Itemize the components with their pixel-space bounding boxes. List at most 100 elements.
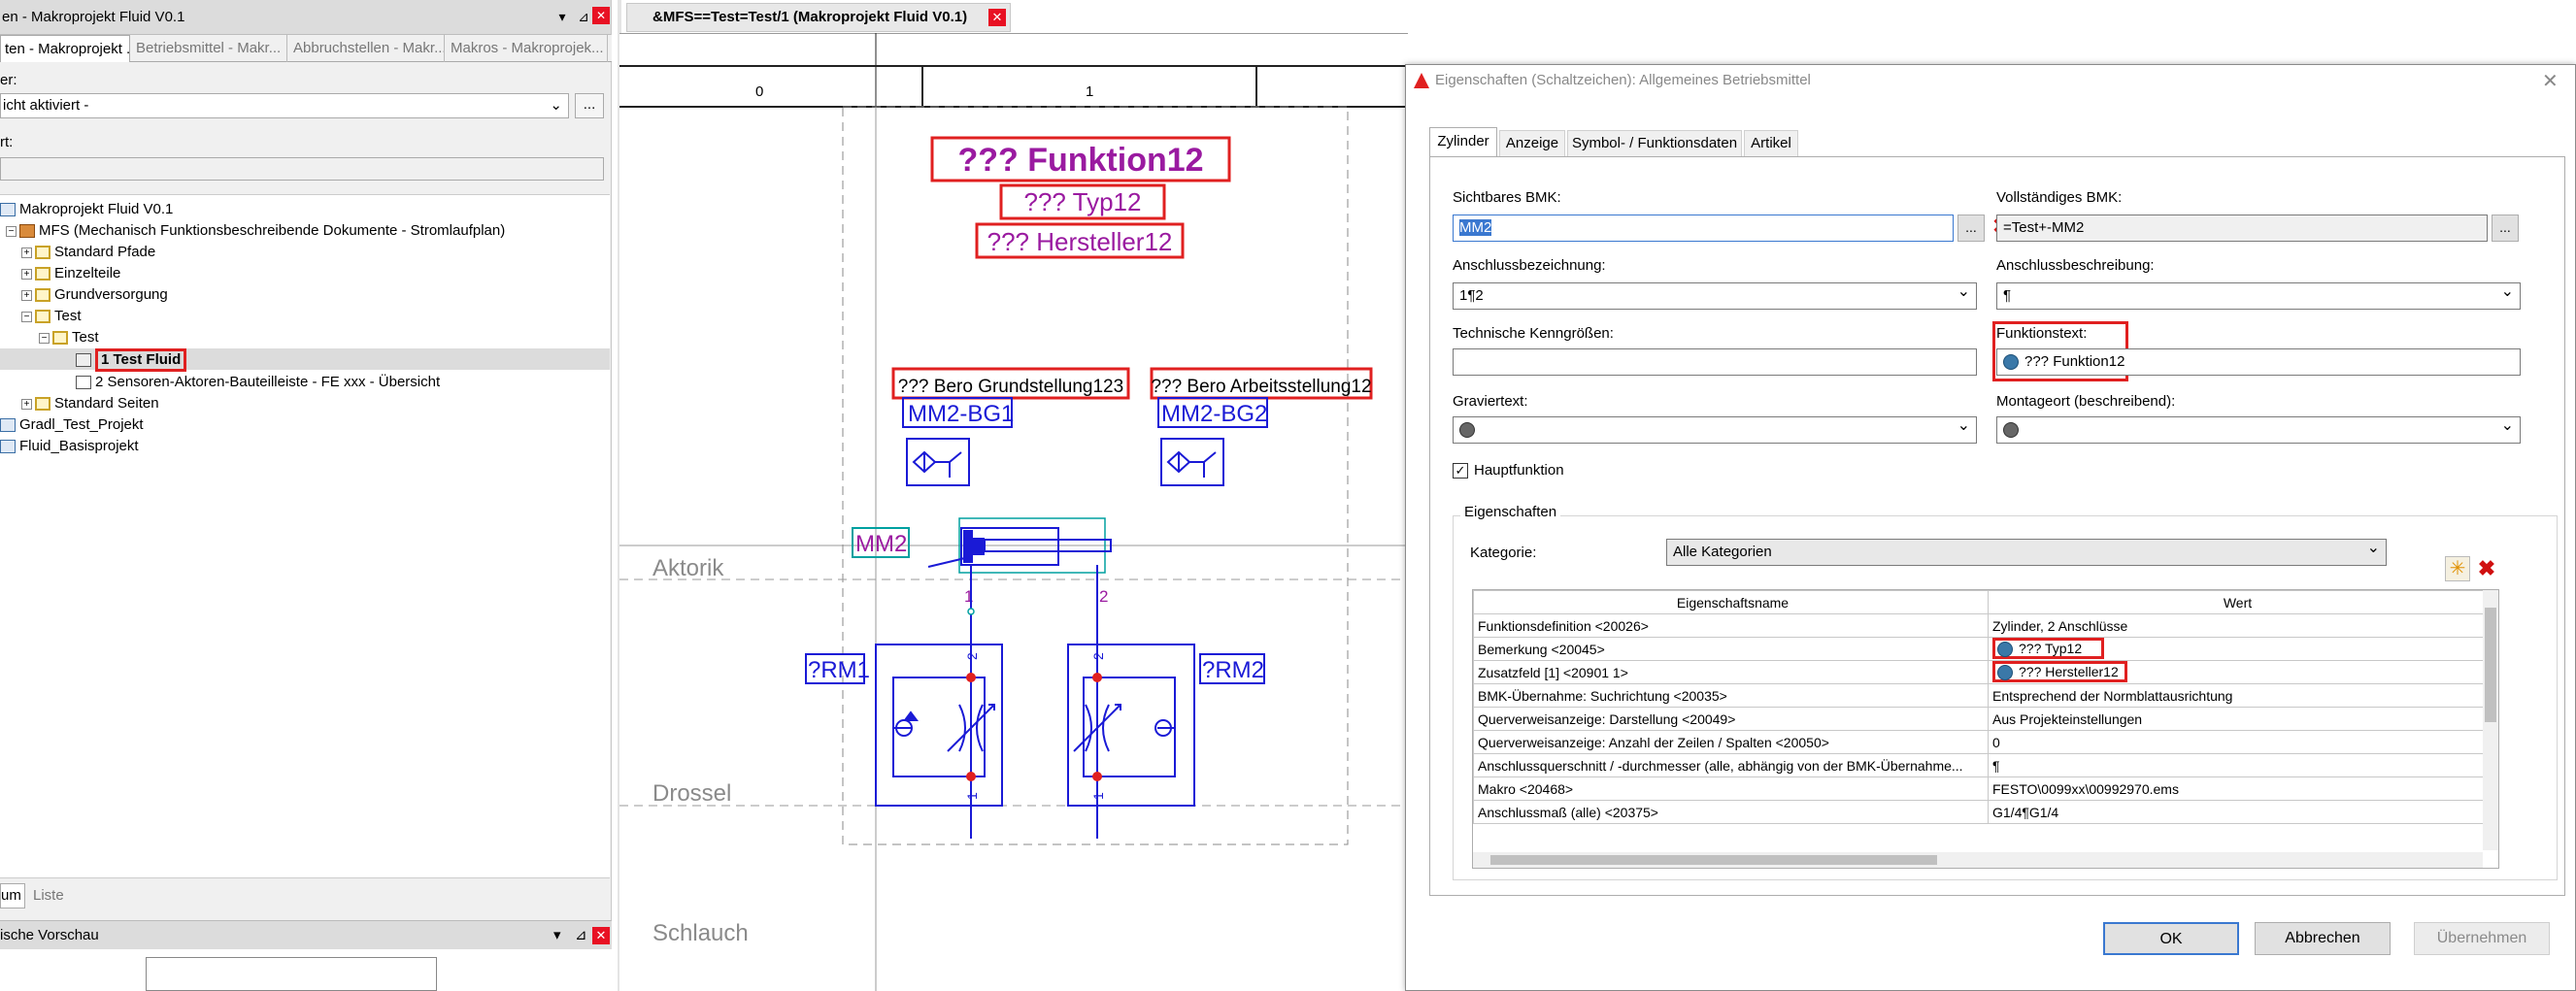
collapse-icon[interactable]: − xyxy=(21,311,32,322)
tech-input[interactable] xyxy=(1453,348,1977,376)
collapse-icon[interactable]: − xyxy=(6,225,17,237)
schematic-canvas[interactable]: 0 1 Aktorik Drossel Schlauch ??? Funktio… xyxy=(619,33,1408,991)
function-text[interactable]: ??? Funktion12 xyxy=(957,142,1203,179)
property-value[interactable]: FESTO\0099xx\00992970.ems xyxy=(1988,776,2484,801)
value-input[interactable] xyxy=(0,157,604,181)
tree-item-sensoren[interactable]: 2 Sensoren-Aktoren-Bauteilleiste - FE xx… xyxy=(76,372,440,393)
tab-artikel[interactable]: Artikel xyxy=(1744,130,1798,157)
apply-button[interactable]: Übernehmen xyxy=(2414,922,2550,955)
scrollbar-thumb[interactable] xyxy=(2485,608,2496,722)
category-label: Kategorie: xyxy=(1470,545,1537,561)
mount-select[interactable] xyxy=(1996,416,2521,444)
tree-item-einzelteile[interactable]: +Einzelteile xyxy=(21,263,120,284)
cancel-button[interactable]: Abbrechen xyxy=(2255,922,2391,955)
full-bmk-more-button[interactable]: ... xyxy=(2492,215,2519,242)
tab-makros[interactable]: Makros - Makroprojek... xyxy=(447,35,608,62)
property-value-cell[interactable]: ??? Hersteller12 xyxy=(1988,660,2484,684)
property-value[interactable]: G1/4¶G1/4 xyxy=(1988,800,2484,824)
table-row[interactable]: Funktionsdefinition <20026>Zylinder, 2 A… xyxy=(1473,613,2484,638)
col-header-name[interactable]: Eigenschaftsname xyxy=(1473,590,1989,614)
sensor2-tag[interactable]: MM2-BG2 xyxy=(1161,401,1267,427)
tab-baum[interactable]: um xyxy=(0,883,25,908)
tree-item-grundversorgung[interactable]: +Grundversorgung xyxy=(21,284,168,306)
sensor1-tag[interactable]: MM2-BG1 xyxy=(908,401,1014,427)
tab-anzeige[interactable]: Anzeige xyxy=(1499,130,1565,157)
main-function-checkbox[interactable]: ✓ xyxy=(1453,463,1468,479)
sensor1-symbol[interactable] xyxy=(906,438,970,486)
tree-item-standard-seiten[interactable]: +Standard Seiten xyxy=(21,393,159,414)
property-value[interactable]: Entsprechend der Normblattausrichtung xyxy=(1988,683,2484,708)
col-header-value[interactable]: Wert xyxy=(1988,590,2484,614)
sensor2-symbol[interactable] xyxy=(1160,438,1224,486)
table-row[interactable]: Querverweisanzeige: Darstellung <20049>A… xyxy=(1473,707,2484,731)
type-text[interactable]: ??? Typ12 xyxy=(1024,187,1142,216)
visible-bmk-more-button[interactable]: ... xyxy=(1957,215,1985,242)
tab-zylinder[interactable]: Zylinder xyxy=(1429,127,1497,157)
close-icon[interactable]: ✕ xyxy=(2542,71,2559,92)
expand-icon[interactable]: + xyxy=(21,268,32,280)
close-icon[interactable]: ✕ xyxy=(988,9,1006,26)
connection-select[interactable]: 1¶2 xyxy=(1453,282,1977,310)
cylinder-symbol[interactable] xyxy=(927,517,1112,574)
property-value[interactable]: 0 xyxy=(1988,730,2484,754)
collapse-icon[interactable]: − xyxy=(39,332,50,344)
horizontal-scrollbar[interactable] xyxy=(1473,852,2483,868)
property-value[interactable]: Zylinder, 2 Anschlüsse xyxy=(1988,613,2484,638)
rm1-tag[interactable]: ?RM1 xyxy=(808,657,870,683)
table-row[interactable]: Bemerkung <20045>??? Typ12 xyxy=(1473,637,2484,661)
function-text-input[interactable]: ??? Funktion12 xyxy=(1996,348,2521,376)
bottom-tabs: um Liste xyxy=(0,883,612,908)
tree-item-test[interactable]: −Test xyxy=(21,306,82,327)
cylinder-tag[interactable]: MM2 xyxy=(855,531,907,557)
chevron-down-icon[interactable]: ▾ xyxy=(558,9,566,24)
rm2-tag[interactable]: ?RM2 xyxy=(1202,657,1264,683)
table-row[interactable]: Anschlussmaß (alle) <20375>G1/4¶G1/4 xyxy=(1473,800,2484,824)
ok-button[interactable]: OK xyxy=(2103,922,2239,955)
property-value[interactable]: Aus Projekteinstellungen xyxy=(1988,707,2484,731)
sensor2-text[interactable]: ??? Bero Arbeitsstellung12 xyxy=(1151,377,1371,397)
expand-icon[interactable]: + xyxy=(21,398,32,410)
pin-icon[interactable]: ⊿ xyxy=(578,9,589,24)
property-value[interactable]: ¶ xyxy=(1988,753,2484,777)
throttle-valve-1[interactable] xyxy=(875,644,1003,807)
tree-item-standard-pfade[interactable]: +Standard Pfade xyxy=(21,242,155,263)
filter-more-button[interactable]: ... xyxy=(575,93,604,118)
throttle-valve-2[interactable] xyxy=(1067,644,1195,807)
chevron-down-icon[interactable]: ▾ xyxy=(553,927,561,943)
manufacturer-text[interactable]: ??? Hersteller12 xyxy=(987,227,1173,256)
tree-item-fluid-basis[interactable]: Fluid_Basisprojekt xyxy=(0,436,139,457)
expand-icon[interactable]: + xyxy=(21,247,32,258)
visible-bmk-input[interactable]: MM2 xyxy=(1453,215,1954,242)
new-property-icon[interactable]: ✳ xyxy=(2445,556,2470,581)
scrollbar-thumb[interactable] xyxy=(1490,855,1937,865)
delete-property-icon[interactable]: ✖ xyxy=(2477,556,2496,580)
table-row[interactable]: Querverweisanzeige: Anzahl der Zeilen / … xyxy=(1473,730,2484,754)
tab-seiten[interactable]: ten - Makroprojekt ... xyxy=(0,35,130,62)
tree-item-test-fluid[interactable]: 1 Test Fluid xyxy=(0,348,610,372)
document-tab[interactable]: &MFS==Test=Test/1 (Makroprojekt Fluid V0… xyxy=(626,3,1011,32)
table-row[interactable]: Makro <20468>FESTO\0099xx\00992970.ems xyxy=(1473,776,2484,801)
sensor1-text[interactable]: ??? Bero Grundstellung123 xyxy=(898,377,1123,397)
table-row[interactable]: Zusatzfeld [1] <20901 1>??? Hersteller12 xyxy=(1473,660,2484,684)
property-value-cell[interactable]: ??? Typ12 xyxy=(1988,637,2484,661)
close-icon[interactable]: ✕ xyxy=(592,7,610,24)
filter-select[interactable]: icht aktiviert -⌄ xyxy=(0,93,569,118)
connection-desc-select[interactable]: ¶ xyxy=(1996,282,2521,310)
table-row[interactable]: BMK-Übernahme: Suchrichtung <20035>Entsp… xyxy=(1473,683,2484,708)
expand-icon[interactable]: + xyxy=(21,289,32,301)
tab-liste[interactable]: Liste xyxy=(33,887,64,904)
engraving-select[interactable] xyxy=(1453,416,1977,444)
tab-symbol[interactable]: Symbol- / Funktionsdaten xyxy=(1567,130,1742,157)
tree-item-project[interactable]: Makroprojekt Fluid V0.1 xyxy=(0,199,173,220)
close-icon[interactable]: ✕ xyxy=(592,927,610,944)
category-select[interactable]: Alle Kategorien xyxy=(1666,539,2387,566)
tab-betriebsmittel[interactable]: Betriebsmittel - Makr... xyxy=(132,35,287,62)
table-row[interactable]: Anschlussquerschnitt / -durchmesser (all… xyxy=(1473,753,2484,777)
tab-abbruchstellen[interactable]: Abbruchstellen - Makr... xyxy=(289,35,445,62)
vertical-scrollbar[interactable] xyxy=(2483,590,2498,850)
tree-item-mfs[interactable]: −MFS (Mechanisch Funktionsbeschreibende … xyxy=(6,220,505,242)
full-bmk-input[interactable]: =Test+-MM2 xyxy=(1996,215,2488,242)
pin-icon[interactable]: ⊿ xyxy=(575,927,587,943)
tree-item-gradl[interactable]: Gradl_Test_Projekt xyxy=(0,414,144,436)
tree-item-test-sub[interactable]: −Test xyxy=(39,327,99,348)
